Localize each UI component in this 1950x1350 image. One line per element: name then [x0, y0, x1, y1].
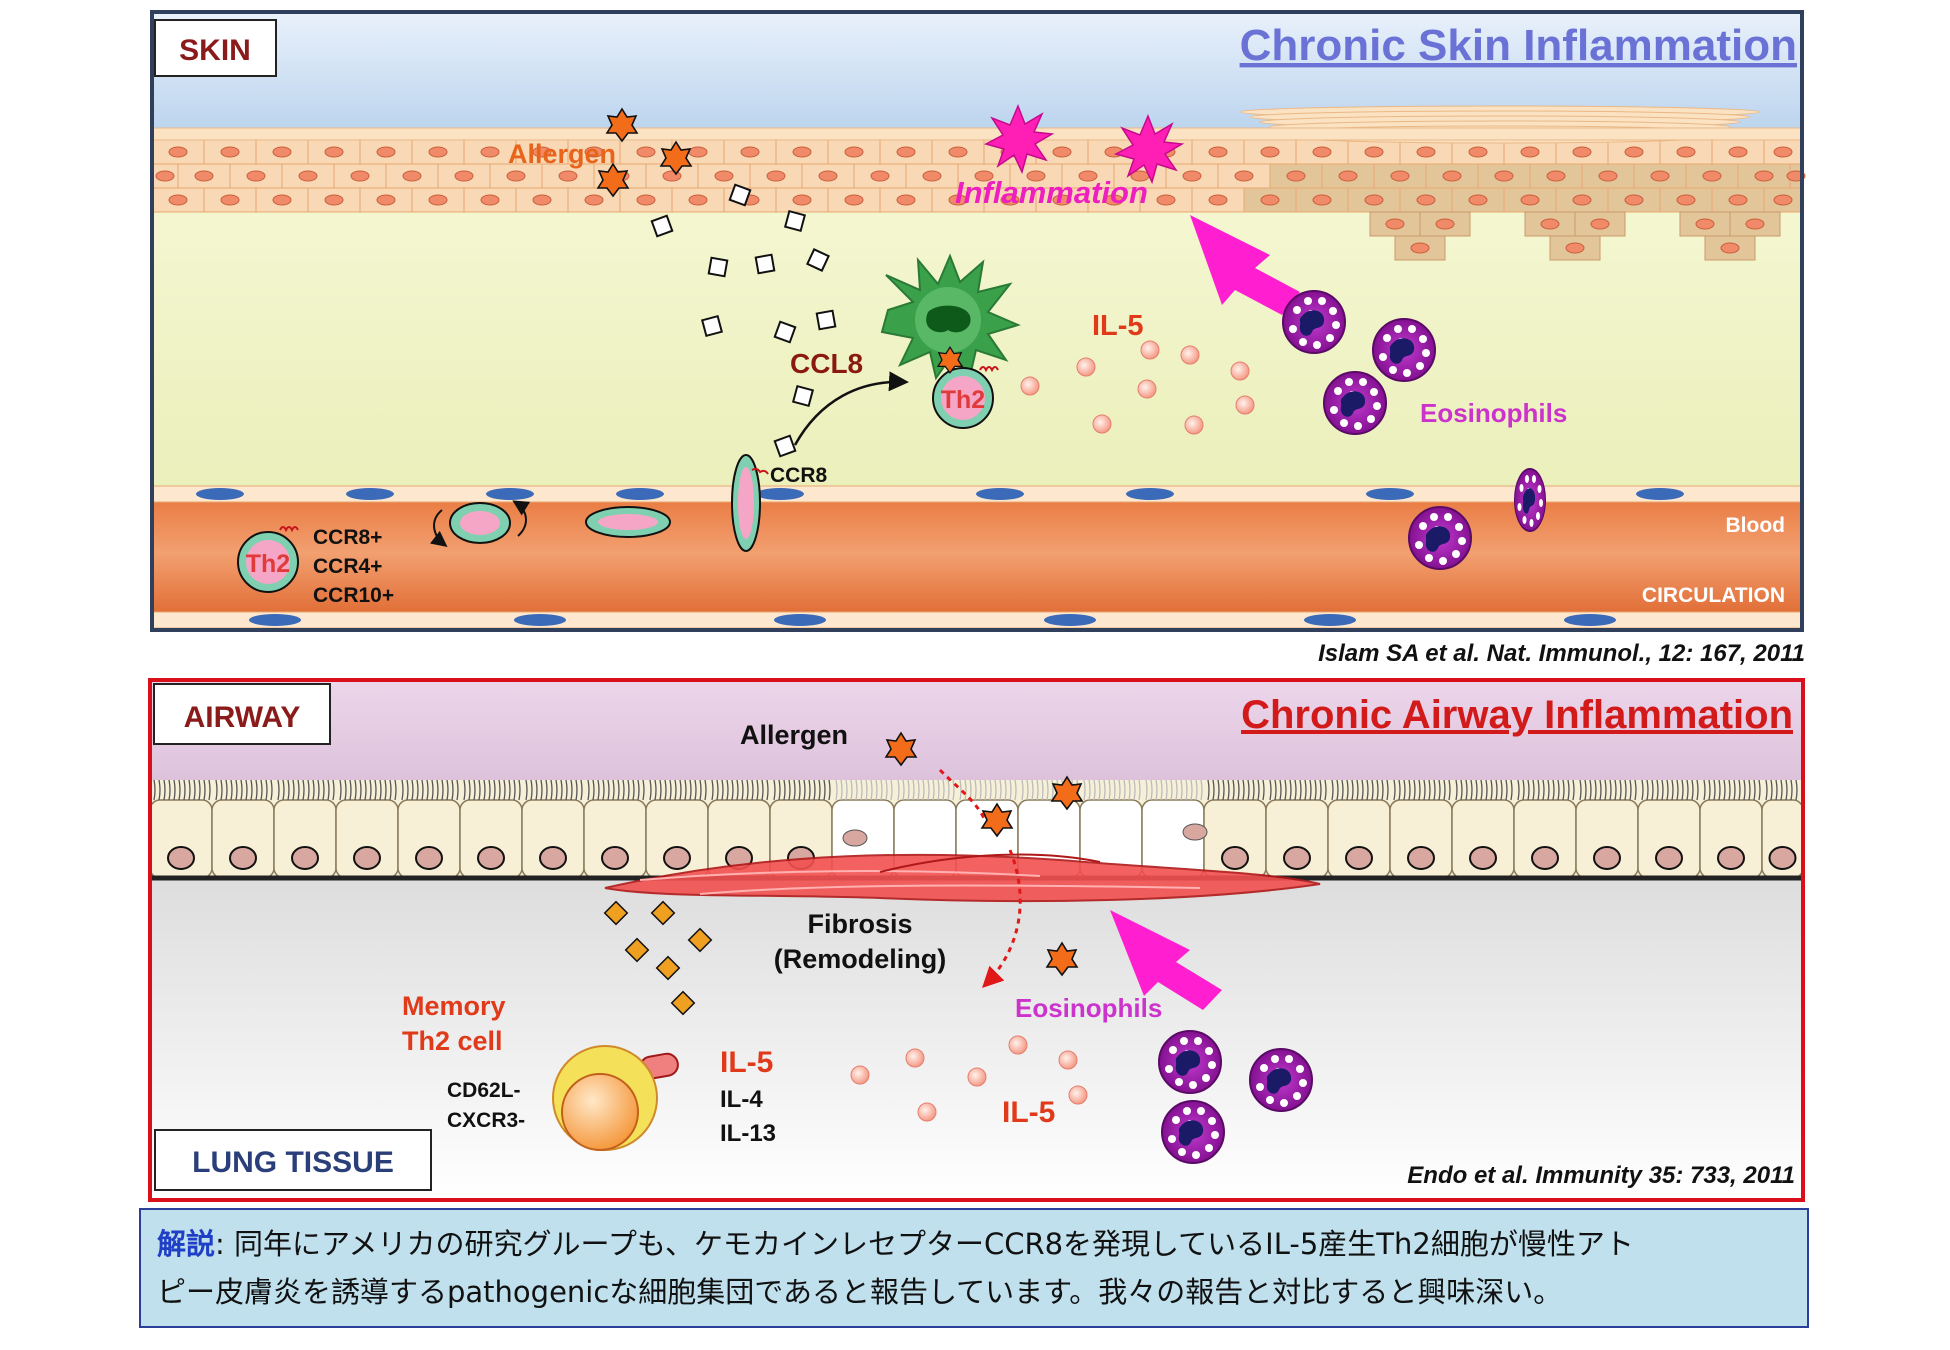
th2-transmigrating-cell [731, 454, 769, 552]
th2-cell-label: Th2 cell [402, 1026, 503, 1056]
blood-label: Blood [1726, 514, 1785, 537]
marker-ccr8: CCR8+ [313, 526, 382, 549]
airway-title: Chronic Airway Inflammation [1241, 693, 1793, 737]
cxcr3-label: CXCR3- [447, 1109, 525, 1132]
airway-panel: AIRWAY Chronic Airway Inflammation Aller… [148, 678, 1805, 1202]
airway-frame [148, 678, 1805, 1202]
memory-th2-cell-icon [552, 1045, 679, 1151]
skin-allergen-label: Allergen [508, 139, 616, 169]
airway-label-box [153, 683, 331, 745]
th2-blood-label: Th2 [246, 550, 290, 578]
inflammation-label: Inflammation [955, 175, 1148, 210]
airway-eosinophils-label: Eosinophils [1015, 993, 1162, 1023]
th2-label: Th2 [941, 386, 985, 414]
eosinophil-icon [1161, 1100, 1225, 1164]
th2-rolling-cell [429, 500, 531, 547]
th2-adhering-cell [585, 506, 671, 538]
blood-vessel [152, 488, 1802, 618]
skin-il5-label: IL-5 [1092, 310, 1144, 342]
eosinophil-icon [1249, 1048, 1313, 1112]
commentary-line1: : 同年にアメリカの研究グループも、ケモカインレセプターCCR8を発現しているI… [215, 1227, 1634, 1261]
cd62l-label: CD62L- [447, 1079, 521, 1102]
circulation-label: CIRCULATION [1642, 584, 1785, 607]
commentary-line2: ピー皮膚炎を誘導するpathogenicな細胞集団であると報告しています。我々の… [157, 1275, 1563, 1309]
eosinophil-icon [1372, 318, 1436, 382]
airway-allergen-label: Allergen [740, 720, 848, 750]
eosinophil-squeezed-icon [1513, 468, 1547, 532]
fibrosis-fibers [604, 853, 1321, 903]
vessel-endothelium [151, 485, 1803, 629]
lung-tissue-label-box [154, 1129, 432, 1191]
skin-frame [150, 10, 1804, 632]
eosinophil-icon [1323, 371, 1387, 435]
airway-citation: Endo et al. Immunity 35: 733, 2011 [1407, 1162, 1795, 1189]
marker-ccr4: CCR4+ [313, 555, 382, 578]
ccl8-molecules [650, 183, 837, 458]
marker-ccr10: CCR10+ [313, 584, 394, 607]
chemokine-molecules [603, 900, 713, 1016]
allergen-path-arrow [982, 849, 1022, 988]
airway-lumen [150, 680, 1803, 790]
airway-epithelium [149, 779, 1804, 879]
skin-epidermis [151, 105, 1806, 261]
airway-il5-label: IL-5 [720, 1046, 773, 1079]
skin-eosinophils-label: Eosinophils [1420, 398, 1567, 428]
eosinophil-icon [1408, 506, 1472, 570]
airway-il5-right-label: IL-5 [1002, 1096, 1055, 1129]
ccl8-label: CCL8 [790, 348, 863, 379]
skin-title: Chronic Skin Inflammation [1240, 21, 1797, 70]
magenta-arrow-icon [1110, 910, 1222, 1010]
th2-cell-dermis: Th2 [932, 346, 999, 429]
dendritic-cell-icon [880, 253, 1021, 381]
memory-label: Memory [402, 991, 506, 1021]
fibrosis-label: Fibrosis [807, 909, 912, 939]
eosinophil-icon [1158, 1030, 1222, 1094]
airway-label: AIRWAY [184, 701, 301, 734]
allergen-path [938, 768, 987, 821]
lung-tissue-label: LUNG TISSUE [192, 1146, 394, 1179]
eosinophil-icon [1282, 290, 1346, 354]
il4-label: IL-4 [720, 1086, 763, 1113]
commentary-box: 解説: 同年にアメリカの研究グループも、ケモカインレセプターCCR8を発現してい… [139, 1208, 1809, 1328]
skin-label: SKIN [179, 34, 251, 67]
magenta-arrow-icon [1190, 215, 1300, 315]
skin-label-box [154, 19, 277, 77]
il13-label: IL-13 [720, 1120, 776, 1147]
skin-citation: Islam SA et al. Nat. Immunol., 12: 167, … [1318, 640, 1805, 667]
remodeling-label: (Remodeling) [774, 944, 947, 974]
commentary-lead: 解説 [157, 1227, 216, 1261]
ccr8-label: CCR8 [770, 464, 827, 487]
migration-arrow [793, 371, 909, 446]
skin-panel: SKIN Chronic Skin Inflammation Allergen … [150, 10, 1806, 632]
th2-cell-blood: Th2 [237, 526, 299, 593]
